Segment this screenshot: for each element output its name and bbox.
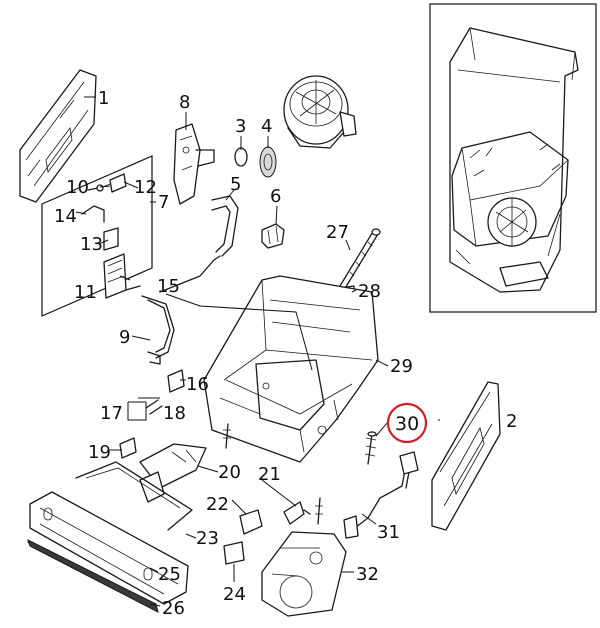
callout-24: 24 [223,584,246,605]
callout-30: 30 [395,413,419,435]
part-15-hose [141,255,221,359]
callout-7: 7 [158,192,169,213]
callout-32: 32 [356,564,379,585]
part-16-valve [167,369,185,393]
leader-lines [75,96,440,607]
callout-5: 5 [230,174,241,195]
part-14-wire [81,205,105,223]
part-29-base-frame [203,275,379,463]
part-26-trim [27,539,159,613]
callout-17: 17 [100,403,123,424]
part-24-cap [223,541,245,565]
callout-2: 2 [506,411,517,432]
motor-assembly [283,75,357,149]
callout-19: 19 [88,442,111,463]
callout-31: 31 [377,522,400,543]
part-2-side-plate [431,381,501,531]
callout-29: 29 [390,356,413,377]
screw-lower-mid [315,497,323,525]
part-22-block [239,509,263,535]
callout-12: 12 [134,177,157,198]
callout-20: 20 [218,462,241,483]
callout-15: 15 [157,276,180,297]
part-1-top-plate [19,69,97,203]
part-32-base-tray [261,531,347,617]
part-19-connector [119,437,137,459]
callout-18: 18 [163,403,186,424]
part-10-screw [87,184,104,192]
callout-22: 22 [206,494,229,515]
part-9-clamp [147,351,161,365]
part-23-rail [75,461,193,531]
callout-11: 11 [74,282,97,303]
callout-4: 4 [261,116,272,137]
part-8-bracket [173,123,215,205]
callout-25: 25 [158,564,181,585]
callout-23: 23 [196,528,219,549]
part-31-power-cord [343,451,419,539]
inset-assembly-view [429,3,597,313]
callout-10: 10 [66,177,89,198]
part-4-gear [259,146,277,178]
callout-3: 3 [235,116,246,137]
callout-21: 21 [258,464,281,485]
part-5-hose [211,195,239,257]
part-13-holder [103,227,119,251]
part-6-clip [261,223,285,249]
callout-9: 9 [119,327,130,348]
screw-lower-left [223,423,231,449]
highlight-circle-part-30 [386,402,428,444]
callout-labels: 1 2 3 4 5 6 7 8 9 10 11 12 13 14 15 16 1… [54,88,517,619]
callout-14: 14 [54,206,77,227]
callout-8: 8 [179,92,190,113]
callout-16: 16 [186,374,209,395]
callout-27: 27 [326,222,349,243]
part-21-bracket [283,501,311,525]
callout-26: 26 [162,598,185,619]
part-11-heater [103,253,141,299]
callout-6: 6 [270,186,281,207]
part-27-rod [339,228,381,291]
callout-28: 28 [358,281,381,302]
part-25-front-panel [29,491,189,605]
part-3-ring [234,147,248,167]
part-20-mount [139,443,207,503]
part-18-pin [145,399,163,415]
part-7-group-box [41,155,153,317]
part-30-screw [364,431,377,465]
callout-13: 13 [80,234,103,255]
callout-1: 1 [98,88,109,109]
